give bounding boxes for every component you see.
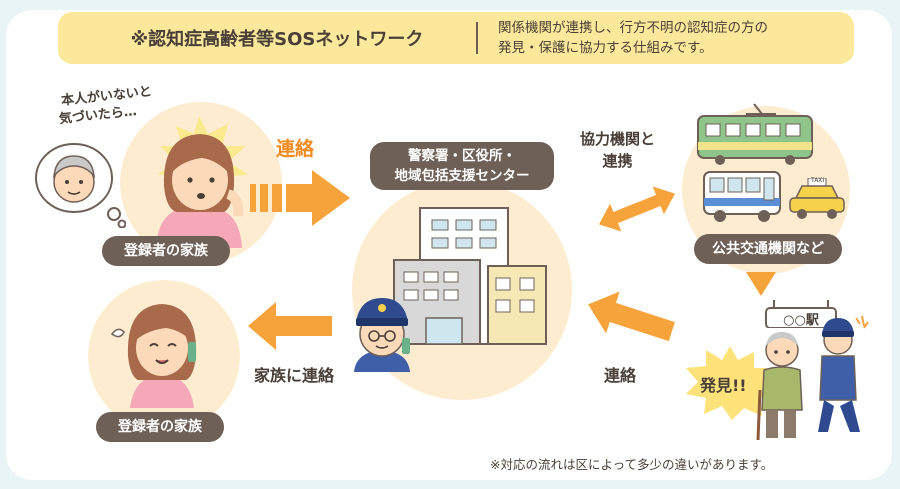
- center-label: 警察署・区役所・ 地域包括支援センター: [370, 142, 554, 190]
- diagram-card: ※認知症高齢者等SOSネットワーク 関係機関が連携し、行方不明の認知症の方の 発…: [6, 10, 892, 480]
- down-arrow-icon: [746, 272, 776, 296]
- banner-divider: [476, 22, 478, 54]
- police-officer-walking-icon: [818, 315, 869, 432]
- bus-icon: [703, 171, 781, 222]
- taxi-icon: [789, 178, 845, 219]
- cooperate-line: 連携: [602, 152, 633, 170]
- family-top-label: 登録者の家族: [102, 236, 230, 266]
- arrow-label-contact-family: 家族に連絡: [254, 366, 335, 385]
- double-arrow-icon: [598, 186, 676, 232]
- center-label-line: 地域包括支援センター: [394, 168, 530, 184]
- elderly-person-icon: [756, 332, 803, 441]
- banner-desc-line: 関係機関が連携し、行方不明の認知症の方の: [498, 20, 768, 36]
- arrow-right-striped-icon: [250, 170, 350, 226]
- burst-text: 発見!!: [700, 376, 747, 395]
- arrow-left-family-icon: [248, 302, 332, 350]
- banner-desc-line: 発見・保護に協力する仕組みです。: [498, 40, 713, 56]
- center-label-line: 警察署・区役所・: [408, 148, 516, 164]
- burst-icon: [686, 346, 778, 420]
- police-officer-icon: [354, 298, 410, 372]
- woman-on-phone-icon: [110, 304, 197, 408]
- taxi-sign: TAXI: [811, 177, 825, 184]
- footnote: ※対応の流れは区によって多少の違いがあります。: [490, 457, 774, 472]
- transport-label: 公共交通機関など: [694, 234, 842, 264]
- worried-woman-icon: [156, 116, 248, 248]
- family-bottom-label: 登録者の家族: [96, 412, 224, 442]
- banner-description: 関係機関が連携し、行方不明の認知症の方の 発見・保護に協力する仕組みです。: [498, 18, 848, 58]
- train-icon: [697, 103, 813, 165]
- cooperate-line: 協力機関と: [580, 130, 656, 148]
- station-sign-text: ○○駅: [783, 313, 819, 328]
- thought-bubble-icon: [35, 143, 126, 228]
- arrow-left-icon: [588, 291, 675, 342]
- arrow-label-contact-right: 連絡: [604, 366, 637, 385]
- arrow-label-cooperate: 協力機関と 連携: [580, 128, 655, 172]
- arrow-label-contact: 連絡: [276, 138, 315, 160]
- banner-title: ※認知症高齢者等SOSネットワーク: [130, 29, 424, 50]
- station-sign-icon: [765, 300, 837, 328]
- government-building-icon: [393, 207, 547, 345]
- title-banner: ※認知症高齢者等SOSネットワーク 関係機関が連携し、行方不明の認知症の方の 発…: [58, 12, 854, 64]
